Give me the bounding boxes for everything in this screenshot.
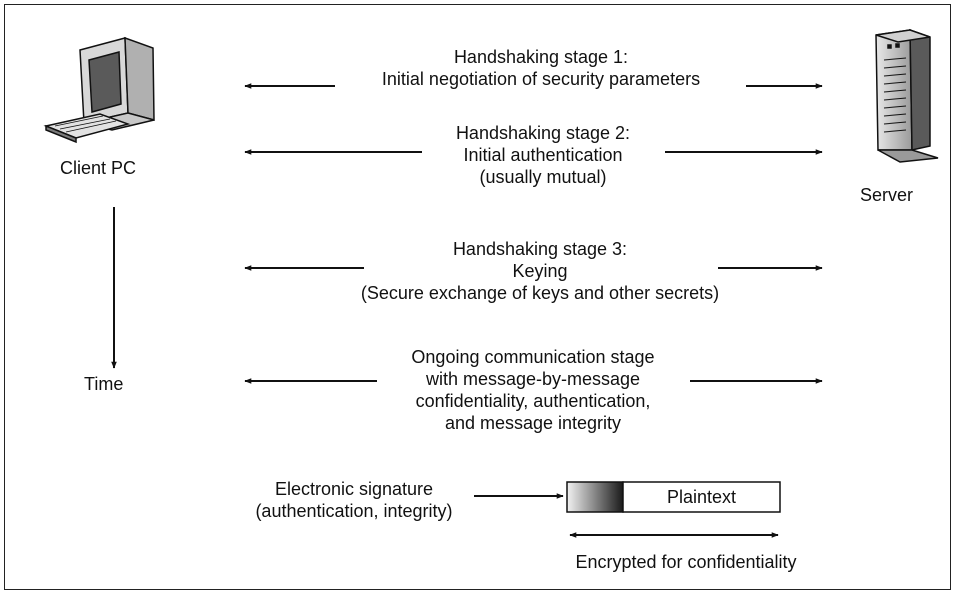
- stage-3-line: Keying: [512, 261, 568, 281]
- ongoing-line: confidentiality, authentication,: [415, 391, 651, 411]
- client-pc-label: Client PC: [60, 158, 137, 178]
- diagram-frame: [4, 4, 951, 590]
- ongoing-line: Ongoing communication stage: [411, 347, 655, 367]
- stage-3-text: Handshaking stage 3: Keying (Secure exch…: [300, 238, 780, 304]
- server-label: Server: [860, 185, 914, 205]
- signature-block: [566, 481, 624, 513]
- stage-2-text: Handshaking stage 2: Initial authenticat…: [400, 122, 686, 188]
- stage-3-line: Handshaking stage 3:: [452, 239, 628, 259]
- stage-3-line: (Secure exchange of keys and other secre…: [360, 283, 720, 303]
- stage-1-line: Handshaking stage 1:: [453, 47, 629, 67]
- stage-1-text: Handshaking stage 1: Initial negotiation…: [330, 46, 752, 90]
- signature-line: Electronic signature: [274, 479, 434, 499]
- signature-text: Electronic signature (authentication, in…: [236, 478, 472, 522]
- server-icon: [875, 28, 939, 163]
- ongoing-stage-text: Ongoing communication stage with message…: [380, 346, 686, 434]
- encrypted-label: Encrypted for confidentiality: [575, 552, 797, 572]
- stage-2-line: (usually mutual): [479, 167, 607, 187]
- ongoing-line: with message-by-message: [425, 369, 641, 389]
- client-pc-icon: [43, 36, 155, 144]
- stage-2-line: Handshaking stage 2:: [455, 123, 631, 143]
- stage-1-line: Initial negotiation of security paramete…: [381, 69, 701, 89]
- stage-2-line: Initial authentication: [463, 145, 623, 165]
- signature-line: (authentication, integrity): [255, 501, 453, 521]
- ongoing-line: and message integrity: [444, 413, 622, 433]
- time-label: Time: [84, 374, 124, 394]
- plaintext-block: [622, 481, 781, 513]
- plaintext-label: Plaintext: [666, 487, 737, 507]
